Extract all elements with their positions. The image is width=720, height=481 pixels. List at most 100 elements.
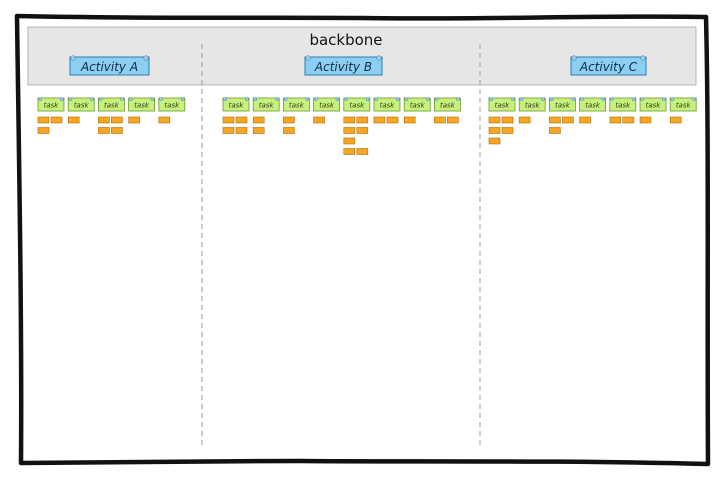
story-card[interactable]	[343, 137, 356, 145]
story-card[interactable]	[549, 116, 561, 124]
activity-label: Activity C	[579, 60, 638, 74]
task-card[interactable]: task	[128, 97, 156, 112]
story-card[interactable]	[549, 127, 561, 134]
story-card[interactable]	[252, 116, 265, 124]
story-card[interactable]	[37, 127, 50, 134]
pin-icon	[128, 97, 133, 101]
pin-icon	[426, 97, 430, 101]
story-card[interactable]	[343, 116, 356, 124]
pin-icon	[541, 97, 545, 101]
story-card[interactable]	[98, 127, 110, 134]
task-card[interactable]: task	[639, 97, 667, 112]
story-card[interactable]	[501, 116, 514, 124]
story-card[interactable]	[283, 116, 295, 124]
story-card[interactable]	[235, 116, 248, 124]
story-card[interactable]	[98, 116, 110, 124]
task-card[interactable]: task	[549, 97, 576, 112]
pin-icon	[313, 97, 318, 101]
story-card[interactable]	[222, 127, 235, 134]
pin-icon	[70, 55, 76, 61]
story-card[interactable]	[447, 116, 459, 124]
story-card[interactable]	[313, 116, 325, 124]
task-label: task	[259, 102, 275, 110]
pin-icon	[610, 97, 614, 101]
task-card[interactable]: task	[403, 97, 431, 112]
task-label: task	[555, 102, 571, 110]
story-card[interactable]	[488, 127, 501, 134]
task-card[interactable]: task	[609, 97, 637, 112]
story-card[interactable]	[343, 148, 356, 155]
story-card[interactable]	[501, 127, 514, 134]
story-card[interactable]	[50, 116, 63, 124]
pin-icon	[580, 97, 584, 101]
story-card[interactable]	[518, 116, 531, 124]
story-card[interactable]	[488, 137, 501, 145]
pin-icon	[640, 55, 646, 61]
story-card[interactable]	[235, 127, 248, 134]
task-card[interactable]: task	[313, 97, 341, 112]
pin-icon	[631, 97, 636, 101]
task-label: task	[104, 102, 120, 110]
task-card[interactable]: task	[669, 97, 697, 112]
task-card[interactable]: task	[67, 97, 95, 112]
task-label: task	[319, 102, 335, 110]
task-card-body	[282, 97, 310, 112]
task-card-body	[433, 97, 461, 112]
story-card[interactable]	[158, 116, 171, 124]
activity-card-a[interactable]: Activity A	[69, 55, 150, 76]
story-card[interactable]	[562, 116, 574, 124]
task-card[interactable]: task	[158, 97, 186, 112]
task-card[interactable]: task	[373, 97, 401, 112]
story-card[interactable]	[356, 116, 369, 124]
pin-icon	[60, 97, 64, 101]
story-card[interactable]	[222, 116, 235, 124]
story-card[interactable]	[434, 116, 446, 124]
pin-icon	[571, 97, 576, 101]
task-card[interactable]: task	[518, 97, 546, 112]
story-card[interactable]	[669, 116, 682, 124]
story-card[interactable]	[67, 116, 80, 124]
task-card[interactable]: task	[252, 97, 280, 112]
story-card[interactable]	[356, 148, 369, 155]
story-card[interactable]	[343, 127, 356, 134]
task-card[interactable]: task	[433, 97, 461, 112]
activity-label: Activity B	[314, 60, 372, 74]
task-card[interactable]: task	[282, 97, 310, 112]
pin-icon	[120, 97, 124, 101]
activity-card-c[interactable]: Activity C	[570, 55, 647, 76]
task-card[interactable]: task	[343, 97, 371, 112]
story-card[interactable]	[488, 116, 501, 124]
task-label: task	[164, 102, 180, 110]
story-card[interactable]	[579, 116, 591, 124]
activity-card-b[interactable]: Activity B	[304, 55, 383, 76]
story-card[interactable]	[111, 127, 123, 134]
task-card[interactable]: task	[579, 97, 606, 112]
pin-icon	[143, 55, 149, 61]
story-card[interactable]	[37, 116, 50, 124]
story-card[interactable]	[386, 116, 399, 124]
task-label: task	[440, 102, 456, 110]
task-card[interactable]: task	[98, 97, 125, 112]
pin-icon	[305, 55, 311, 61]
story-card[interactable]	[356, 127, 369, 134]
story-card[interactable]	[622, 116, 635, 124]
story-card[interactable]	[403, 116, 416, 124]
story-card[interactable]	[283, 127, 295, 134]
pin-icon	[640, 97, 645, 101]
pin-icon	[670, 97, 675, 101]
task-card[interactable]: task	[222, 97, 250, 112]
story-card[interactable]	[639, 116, 652, 124]
story-card[interactable]	[609, 116, 622, 124]
activity-card	[69, 56, 150, 76]
pin-icon	[489, 97, 494, 101]
task-card[interactable]: task	[488, 97, 516, 112]
pin-icon	[335, 97, 340, 101]
story-card[interactable]	[373, 116, 386, 124]
story-card[interactable]	[128, 116, 140, 124]
task-card-body	[98, 97, 125, 112]
story-card[interactable]	[111, 116, 123, 124]
task-card-body	[549, 97, 576, 112]
story-card[interactable]	[252, 127, 265, 134]
task-card[interactable]: task	[37, 97, 65, 112]
